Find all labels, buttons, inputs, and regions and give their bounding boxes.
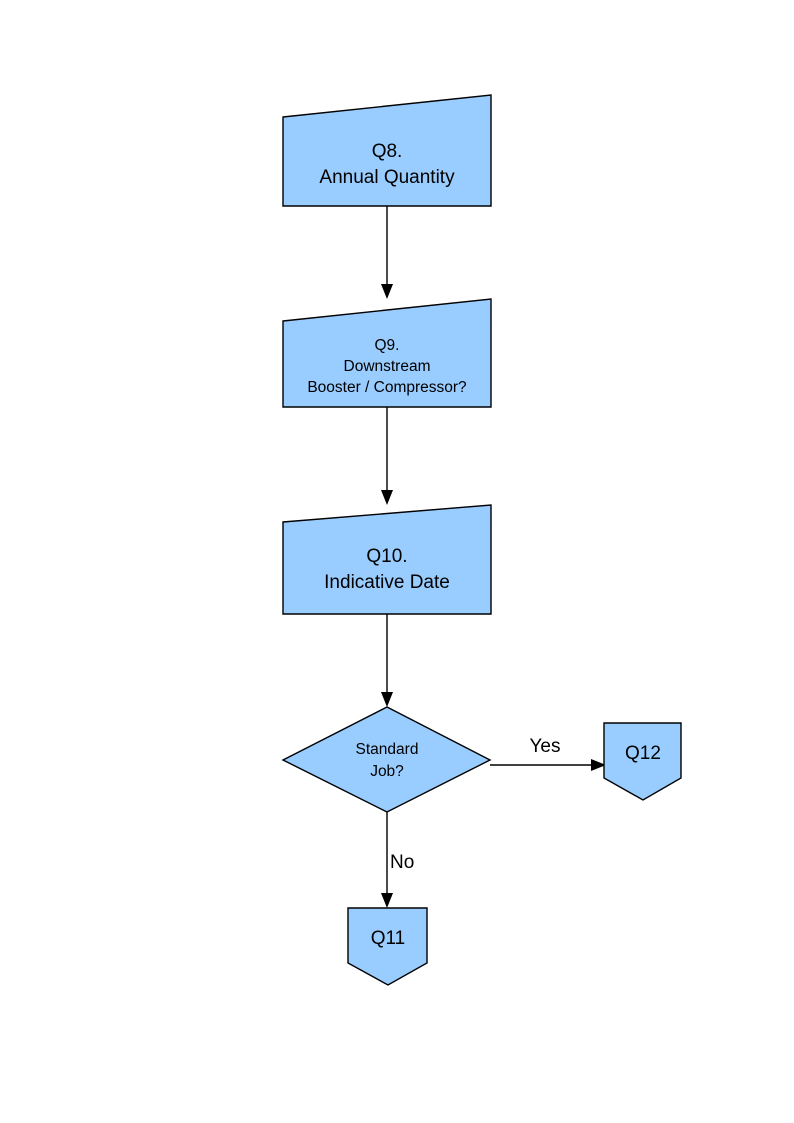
node-q9-shape[interactable]: [282, 298, 492, 408]
node-decision-line2: Job?: [370, 763, 404, 780]
arrow-head-icon: [381, 893, 393, 908]
node-q9[interactable]: Q9. Downstream Booster / Compressor?: [282, 298, 492, 408]
node-q8[interactable]: Q8. Annual Quantity: [282, 94, 492, 207]
arrow-head-icon: [381, 490, 393, 505]
node-q8-shape[interactable]: [282, 94, 492, 207]
edge-label-no: No: [390, 852, 414, 873]
node-q10[interactable]: Q10. Indicative Date: [282, 504, 492, 615]
node-q12-shape[interactable]: [603, 722, 682, 801]
node-decision-standard-job[interactable]: Standard Job?: [281, 706, 492, 813]
node-q10-shape[interactable]: [282, 504, 492, 615]
node-decision-line1: Standard: [356, 741, 419, 758]
node-q8-line2: Annual Quantity: [319, 167, 455, 188]
connector-q8-to-q9: [381, 206, 393, 299]
node-q10-line1: Q10.: [366, 546, 407, 567]
node-q9-line2: Downstream: [344, 358, 431, 375]
connector-decision-to-q11: [381, 812, 393, 908]
arrow-head-icon: [381, 284, 393, 299]
edge-label-yes: Yes: [530, 736, 561, 757]
arrow-head-icon: [381, 692, 393, 707]
connector-q10-to-decision: [381, 614, 393, 707]
node-q10-line2: Indicative Date: [324, 572, 450, 593]
node-q11-shape[interactable]: [347, 907, 428, 986]
node-q9-line3: Booster / Compressor?: [307, 379, 467, 396]
connector-q9-to-q10: [381, 407, 393, 505]
node-q8-line1: Q8.: [372, 141, 403, 162]
node-q12[interactable]: Q12: [603, 722, 682, 801]
node-q11-label: Q11: [371, 928, 406, 949]
node-q9-line1: Q9.: [375, 337, 400, 354]
node-q12-label: Q12: [625, 743, 661, 764]
node-decision-shape[interactable]: [281, 706, 492, 813]
arrow-head-icon: [591, 759, 606, 771]
connector-decision-to-q12: [490, 759, 606, 771]
node-q11[interactable]: Q11: [347, 907, 428, 986]
